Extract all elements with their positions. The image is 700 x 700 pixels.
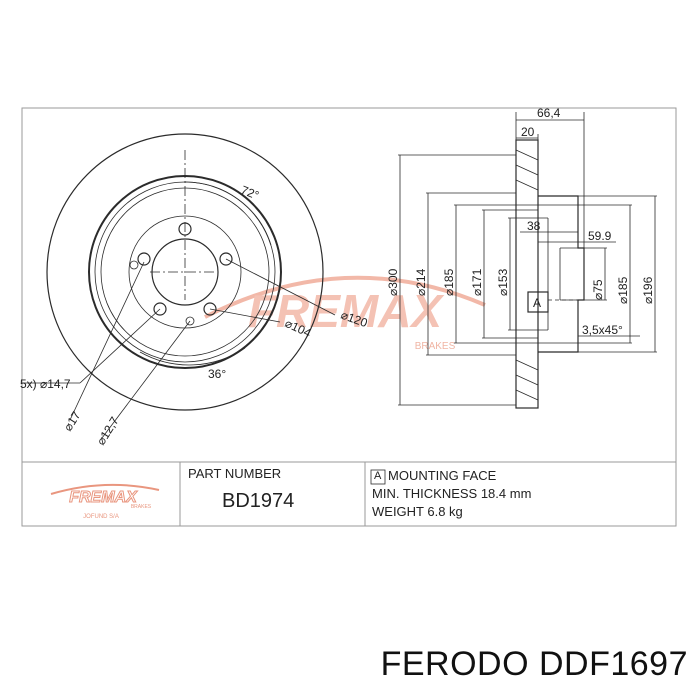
fremax-title-logo: FREMAX BRAKES JOFUND S/A [50, 483, 160, 520]
dim-d171: ⌀171 [470, 268, 484, 296]
dim-d75: ⌀75 [591, 279, 605, 300]
pcd104-label: ⌀104 [283, 316, 314, 340]
small-hole [185, 316, 195, 326]
angle-36-label: 36° [208, 367, 226, 381]
friction-ring-outline [515, 139, 539, 409]
drawing-frame [21, 107, 677, 527]
dim-38: 38 [527, 219, 541, 233]
front-view: 72° 36° ⌀120 ⌀104 5x) ⌀14,7 ⌀17 ⌀12,7 [20, 133, 370, 448]
bolt-hole [203, 302, 217, 316]
tb-marker-box [370, 469, 386, 485]
mounting-face-marker-box [527, 291, 549, 313]
small-hole [129, 260, 139, 270]
part-number-value: BD1974 [222, 490, 295, 512]
bolt-hole [137, 252, 151, 266]
section-view [398, 112, 657, 409]
small-logo-brand: FREMAX [69, 489, 138, 506]
min-thickness: MIN. THICKNESS 18.4 mm [372, 486, 532, 501]
dim-d196: ⌀196 [641, 276, 655, 304]
tb-marker-letter: A [374, 470, 382, 482]
small-logo-swoosh [50, 483, 160, 495]
dim-d153: ⌀153 [496, 268, 510, 296]
small-logo-company: JOFUND S/A [83, 514, 119, 520]
d12-7-leader [101, 320, 191, 439]
d17-leader [69, 261, 145, 421]
angle-72-arc [184, 181, 272, 246]
dim-d300: ⌀300 [386, 268, 400, 296]
mounting-face-label: MOUNTING FACE [388, 468, 497, 483]
vent-hatching [515, 149, 539, 401]
dim-66-4: 66,4 [537, 106, 561, 120]
dim-d214: ⌀214 [414, 268, 428, 296]
holes-label: 5x) ⌀14,7 [20, 377, 71, 391]
dim-59-9: 59.9 [588, 229, 612, 243]
part-number-label: PART NUMBER [188, 466, 282, 481]
holes-leader [79, 308, 161, 384]
dim-20: 20 [521, 125, 535, 139]
dim-d185b: ⌀185 [616, 276, 630, 304]
fremax-watermark-logo: FREMAX BRAKES [204, 275, 486, 352]
watermark-brand-text: FREMAX [248, 285, 445, 337]
watermark-sub-text: BRAKES [415, 341, 456, 352]
angle-72-label: 72° [239, 183, 261, 203]
dimension-texts: 66,4 20 38 59.9 3,5x45° A ⌀300 ⌀214 ⌀185… [386, 106, 655, 337]
weight: WEIGHT 6.8 kg [372, 504, 463, 519]
angle-36-arc [139, 347, 246, 366]
hat-profile [538, 195, 585, 353]
footer-caption: FERODO DDF1697 [380, 645, 688, 683]
disc-outer-circle [46, 133, 324, 411]
d17-label: ⌀17 [61, 408, 84, 433]
bolt-hole [153, 302, 167, 316]
small-logo-sub: BRAKES [131, 504, 152, 510]
watermark-swoosh [204, 275, 486, 319]
bolt-hole [219, 252, 233, 266]
d12-7-label: ⌀12,7 [94, 414, 122, 448]
dim-d185a: ⌀185 [442, 268, 456, 296]
dim-mount-marker: A [533, 296, 541, 310]
pcd120-leader [225, 258, 336, 316]
dim-chamfer: 3,5x45° [582, 323, 623, 337]
pcd120-label: ⌀120 [339, 308, 370, 331]
pcd104-leader [209, 308, 281, 323]
bolt-holes [129, 222, 233, 326]
